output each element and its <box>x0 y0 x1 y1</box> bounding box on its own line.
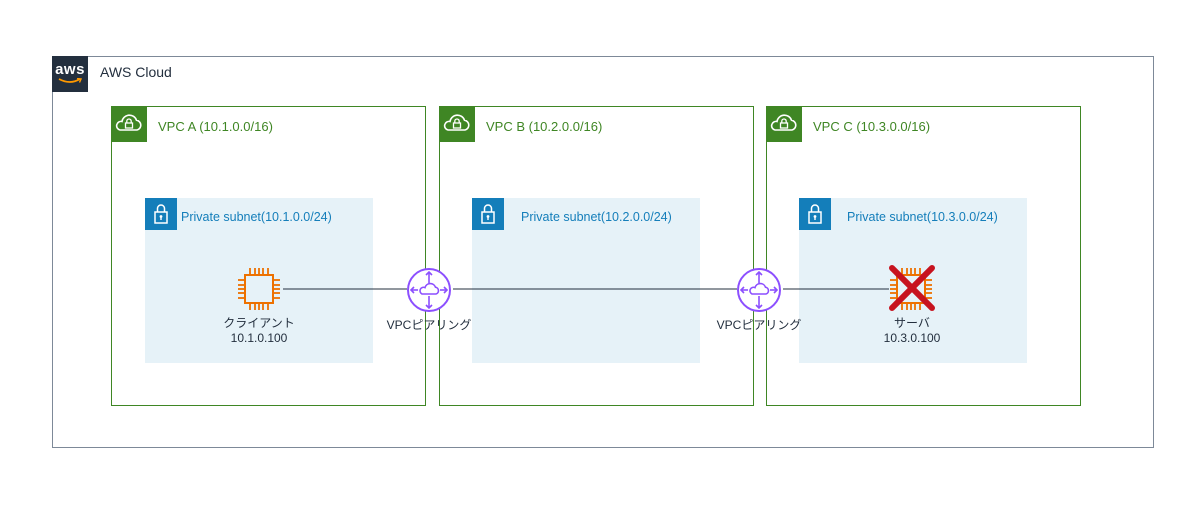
subnet-a-group <box>145 198 373 363</box>
subnet-lock-icon <box>799 198 831 230</box>
cross-mark-icon <box>888 264 936 312</box>
vpc-peering-icon <box>406 267 452 313</box>
server-caption: サーバ 10.3.0.100 <box>862 316 962 346</box>
client-ip: 10.1.0.100 <box>230 331 288 345</box>
subnet-a-label: Private subnet(10.1.0.0/24) <box>181 210 332 224</box>
vpc-cloud-lock-icon <box>766 106 802 142</box>
peering-2-label: VPCピアリング <box>716 318 802 332</box>
vpc-c-group <box>766 106 1081 406</box>
subnet-lock-icon <box>145 198 177 230</box>
server-name: サーバ <box>894 316 930 330</box>
peering-1-label: VPCピアリング <box>386 318 472 332</box>
ec2-instance-icon <box>236 266 282 312</box>
vpc-a-group <box>111 106 426 406</box>
subnet-b-label: Private subnet(10.2.0.0/24) <box>521 210 672 224</box>
server-ip: 10.3.0.100 <box>883 331 941 345</box>
vpc-b-label: VPC B (10.2.0.0/16) <box>486 119 603 134</box>
vpc-cloud-lock-icon <box>439 106 475 142</box>
client-name: クライアント <box>223 316 295 330</box>
subnet-c-group <box>799 198 1027 363</box>
subnet-c-label: Private subnet(10.3.0.0/24) <box>847 210 998 224</box>
vpc-c-label: VPC C (10.3.0.0/16) <box>813 119 931 134</box>
vpc-cloud-lock-icon <box>111 106 147 142</box>
aws-cloud-group <box>52 56 1154 448</box>
aws-logo-text: aws <box>55 60 85 78</box>
client-caption: クライアント 10.1.0.100 <box>209 316 309 346</box>
aws-cloud-label: AWS Cloud <box>100 64 172 80</box>
subnet-lock-icon <box>472 198 504 230</box>
vpc-a-label: VPC A (10.1.0.0/16) <box>158 119 273 134</box>
vpc-b-group <box>439 106 754 406</box>
aws-logo-icon: aws <box>52 56 88 92</box>
ec2-instance-icon <box>888 266 934 312</box>
vpc-peering-icon <box>736 267 782 313</box>
subnet-b-group <box>472 198 700 363</box>
